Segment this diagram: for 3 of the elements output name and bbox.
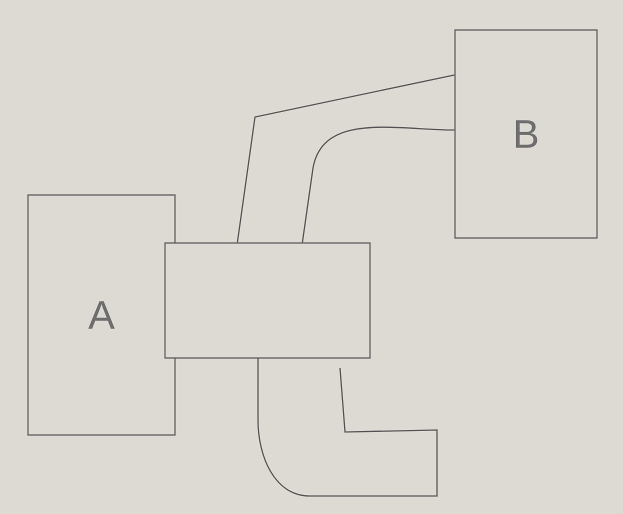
pipe — [236, 74, 456, 244]
box: B — [454, 29, 598, 239]
connector-box — [164, 242, 371, 359]
